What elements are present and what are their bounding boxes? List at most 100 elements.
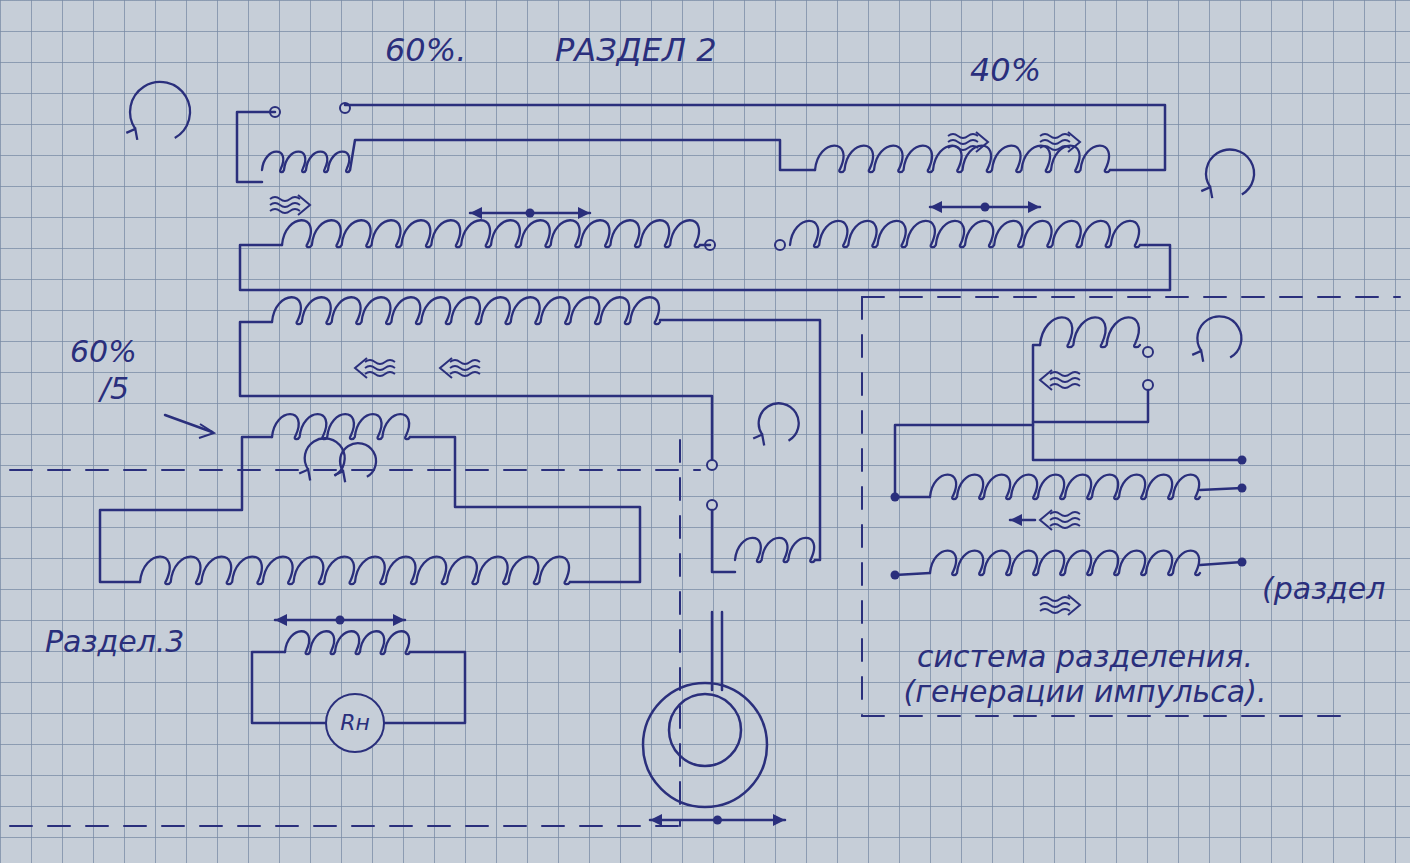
terminal xyxy=(1143,347,1153,357)
flux-wave xyxy=(1050,378,1080,382)
coil-winding xyxy=(1040,317,1140,347)
rotation-arrow xyxy=(1197,316,1241,357)
arrowhead xyxy=(930,201,942,213)
wire xyxy=(1200,488,1242,490)
rotor-inner xyxy=(669,694,741,766)
coil-winding xyxy=(282,220,700,247)
arrowhead xyxy=(650,814,662,826)
handwritten-label: (раздел xyxy=(1262,572,1385,607)
handwritten-label: РАЗДЕЛ 2 xyxy=(555,32,717,69)
wire xyxy=(1033,345,1242,460)
wire xyxy=(1200,562,1242,565)
flux-wave xyxy=(1040,609,1070,613)
wire xyxy=(345,105,1165,170)
wire xyxy=(895,425,1033,497)
coil-winding xyxy=(930,475,1200,500)
flux-wave xyxy=(450,372,480,376)
junction-dot xyxy=(336,616,345,625)
terminal xyxy=(1143,380,1153,390)
flux-wave xyxy=(1050,372,1080,376)
rotor-outer xyxy=(643,683,767,807)
flux-arrowhead xyxy=(1040,370,1052,390)
arrowhead xyxy=(393,614,405,626)
rotation-arrowhead xyxy=(299,470,310,481)
rotation-arrowhead xyxy=(1192,351,1203,362)
wire xyxy=(895,573,930,575)
coil-winding xyxy=(790,221,1140,247)
coil-winding xyxy=(930,551,1200,576)
arrowhead xyxy=(1010,514,1022,526)
rotation-arrow xyxy=(130,82,190,138)
flux-wave xyxy=(948,140,978,144)
wire xyxy=(660,320,820,560)
wire xyxy=(712,510,735,572)
junction-dot xyxy=(1238,456,1247,465)
flux-arrowhead xyxy=(1068,132,1080,152)
wire xyxy=(100,437,272,582)
dashed-border xyxy=(862,296,1400,298)
flux-wave xyxy=(365,366,395,370)
flux-wave xyxy=(1040,597,1070,601)
flux-wave xyxy=(1050,384,1080,388)
terminal xyxy=(707,460,717,470)
flux-arrow xyxy=(1040,595,1080,615)
handwritten-label: система разделения. (генерации импульса)… xyxy=(870,640,1300,709)
arrowhead xyxy=(1028,201,1040,213)
flux-wave xyxy=(365,372,395,376)
flux-wave xyxy=(270,209,300,213)
coil-winding xyxy=(285,631,410,654)
flux-wave xyxy=(1050,518,1080,522)
flux-arrowhead xyxy=(355,358,367,378)
flux-arrow xyxy=(1040,370,1080,390)
handwritten-label: Раздел.3 xyxy=(45,625,184,660)
rotation-arrow xyxy=(1206,150,1254,195)
coil-winding xyxy=(735,538,815,562)
rotation-arrow xyxy=(305,438,345,475)
flux-arrowhead xyxy=(976,132,988,152)
coil-winding xyxy=(140,557,570,585)
rotation-arrowhead xyxy=(753,435,764,446)
terminal xyxy=(707,500,717,510)
wire xyxy=(1033,390,1148,422)
coil-winding xyxy=(815,146,1110,173)
flux-arrowhead xyxy=(440,358,452,378)
load-resistor-circle: Rн xyxy=(325,693,385,753)
flux-wave xyxy=(1050,524,1080,528)
flux-wave xyxy=(1040,134,1070,138)
flux-arrowhead xyxy=(1068,595,1080,615)
flux-arrowhead xyxy=(1040,510,1052,530)
wire xyxy=(721,612,724,690)
flux-arrow xyxy=(270,195,310,215)
junction-dot xyxy=(713,816,722,825)
flux-wave xyxy=(1040,146,1070,150)
flux-wave xyxy=(1040,140,1070,144)
handwritten-label: /5 xyxy=(100,372,129,407)
coil-winding xyxy=(262,152,350,172)
wire xyxy=(700,244,710,247)
rotation-arrow xyxy=(340,443,376,477)
flux-wave xyxy=(270,197,300,201)
junction-dot xyxy=(981,203,990,212)
dashed-border xyxy=(679,440,681,826)
wire xyxy=(240,322,712,460)
arrowhead xyxy=(578,207,590,219)
rotation-arrowhead xyxy=(334,471,345,482)
wire xyxy=(895,496,930,499)
arrowhead xyxy=(470,207,482,219)
wire xyxy=(237,112,275,182)
wire xyxy=(711,612,714,690)
junction-dot xyxy=(526,209,535,218)
flux-wave xyxy=(948,134,978,138)
flux-arrow xyxy=(1040,510,1080,530)
flux-arrow xyxy=(948,132,988,152)
dashed-border xyxy=(10,825,690,827)
handwritten-label: 40% xyxy=(970,52,1041,89)
flux-arrow xyxy=(1040,132,1080,152)
rotation-arrowhead xyxy=(1201,187,1212,198)
flux-arrow xyxy=(355,358,395,378)
dashed-border xyxy=(10,469,700,471)
flux-wave xyxy=(1040,603,1070,607)
wire xyxy=(410,437,640,582)
flux-wave xyxy=(365,360,395,364)
